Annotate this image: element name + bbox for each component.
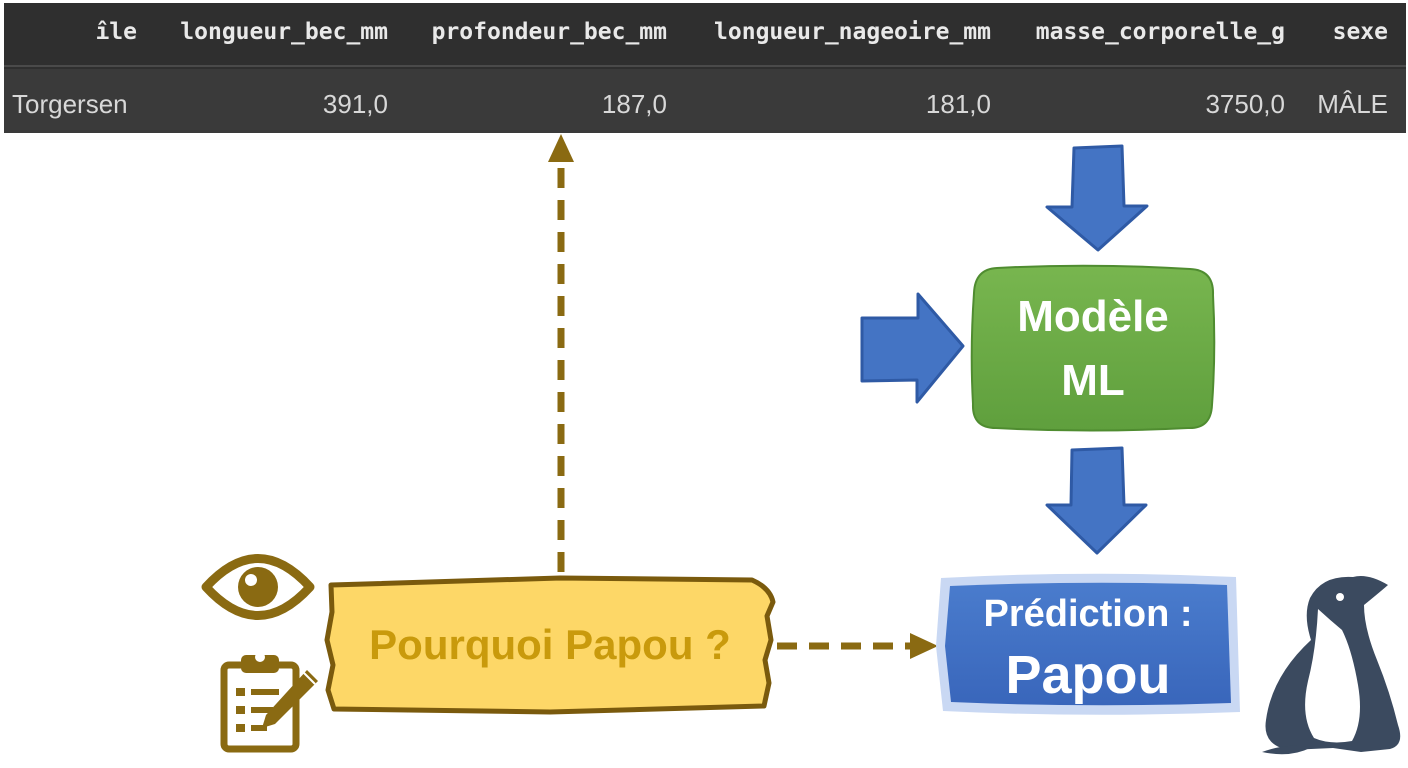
model-label-line2: ML [1061,356,1125,405]
header-sexe: sexe [1332,19,1388,45]
cell-masse-corporelle: 3750,0 [1205,89,1285,119]
cell-profondeur-bec: 187,0 [601,89,667,119]
header-profondeur-bec: profondeur_bec_mm [431,19,667,45]
question-label: Pourquoi Papou ? [369,621,731,668]
prediction-label-line2: Papou [1005,645,1171,705]
blue-arrow-icon [860,292,965,404]
model-box [970,264,1216,432]
explain-arrow-right [777,633,938,659]
cell-ile: Torgersen [12,89,128,119]
model-label-line1: Modèle [1017,292,1169,341]
cell-longueur-bec: 391,0 [322,89,388,119]
header-ile: île [95,19,137,45]
header-masse-corporelle: masse_corporelle_g [1035,19,1285,45]
cell-longueur-nageoire: 181,0 [925,89,991,119]
penguin-icon [1262,576,1401,755]
explain-arrow-up [548,134,574,572]
cell-sexe: MÂLE [1317,89,1388,119]
clipboard-pencil-icon [220,652,318,753]
header-longueur-nageoire: longueur_nageoire_mm [714,19,991,45]
header-longueur-bec: longueur_bec_mm [180,19,388,45]
prediction-label-line1: Prédiction : [983,593,1193,635]
question-box [324,575,776,715]
table-row: Torgersen 391,0 187,0 181,0 3750,0 MÂLE [4,69,1406,133]
blue-arrow-icon [1045,446,1148,555]
blue-arrow-icon [1045,144,1149,252]
table-header-row: île longueur_bec_mm profondeur_bec_mm lo… [4,3,1406,67]
data-table: île longueur_bec_mm profondeur_bec_mm lo… [4,3,1406,133]
eye-icon [201,554,315,620]
